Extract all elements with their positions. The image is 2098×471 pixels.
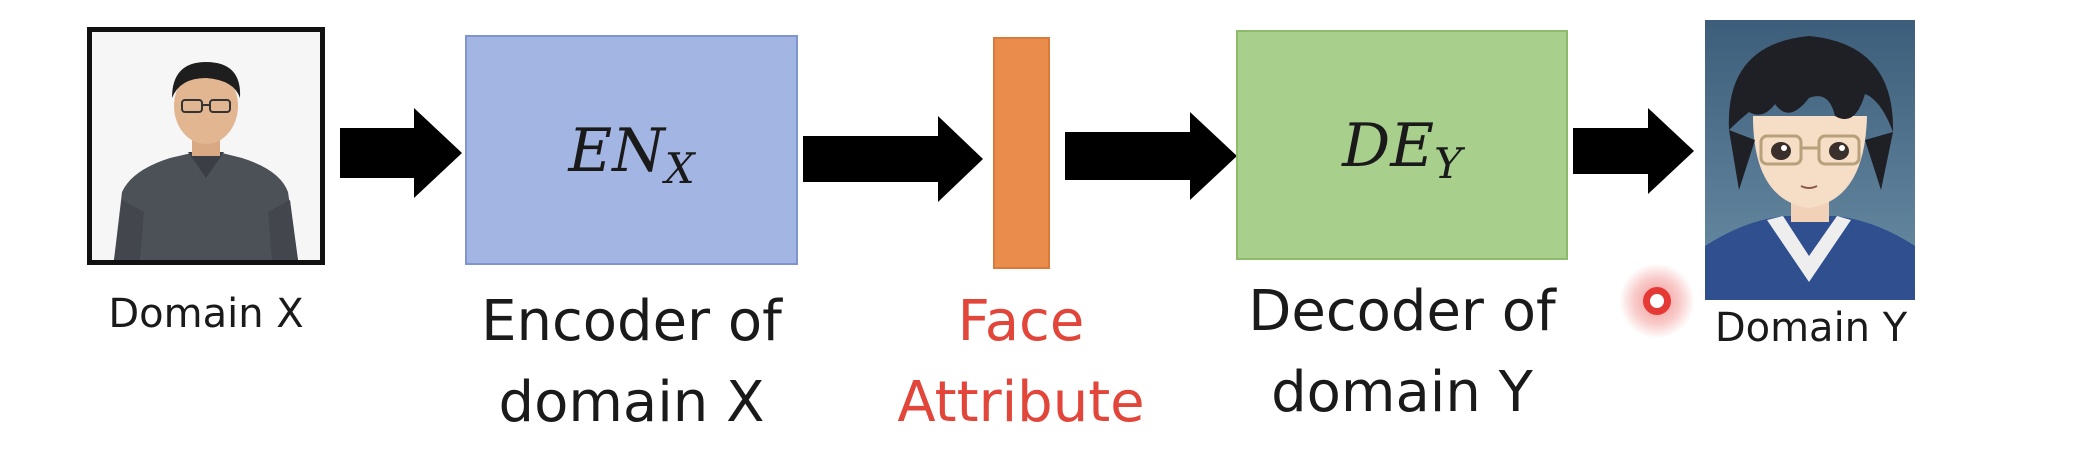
person-photo-icon [92,32,320,260]
arrow-attribute-to-decoder [1065,112,1237,200]
decoder-caption-line1: Decoder of [1248,279,1556,344]
attribute-caption-line1: Face [957,289,1085,354]
decoder-symbol: DEY [1342,111,1462,188]
attribute-caption: Face Attribute [871,281,1171,443]
decoder-block: DEY [1236,30,1568,260]
input-photo [87,27,325,265]
laser-pointer-indicator [1620,264,1694,338]
laser-pointer-dot [1643,287,1671,315]
encoder-symbol: ENX [568,116,695,193]
arrow-encoder-to-attribute [803,116,983,202]
output-domain-label: Domain Y [1714,305,1908,351]
input-domain-label: Domain X [108,291,304,337]
encoder-caption: Encoder of domain X [440,281,823,443]
face-attribute-bar [993,37,1050,269]
arrow-decoder-to-output [1573,108,1694,194]
encoder-block: ENX [465,35,798,265]
anime-character-icon [1705,20,1915,300]
encoder-caption-line2: domain X [498,370,765,435]
encoder-caption-line1: Encoder of [481,289,782,354]
arrow-input-to-encoder [340,108,462,198]
decoder-caption-line2: domain Y [1271,360,1533,425]
output-anime-portrait [1705,20,1915,300]
decoder-caption: Decoder of domain Y [1211,271,1593,433]
attribute-caption-line2: Attribute [897,370,1145,435]
